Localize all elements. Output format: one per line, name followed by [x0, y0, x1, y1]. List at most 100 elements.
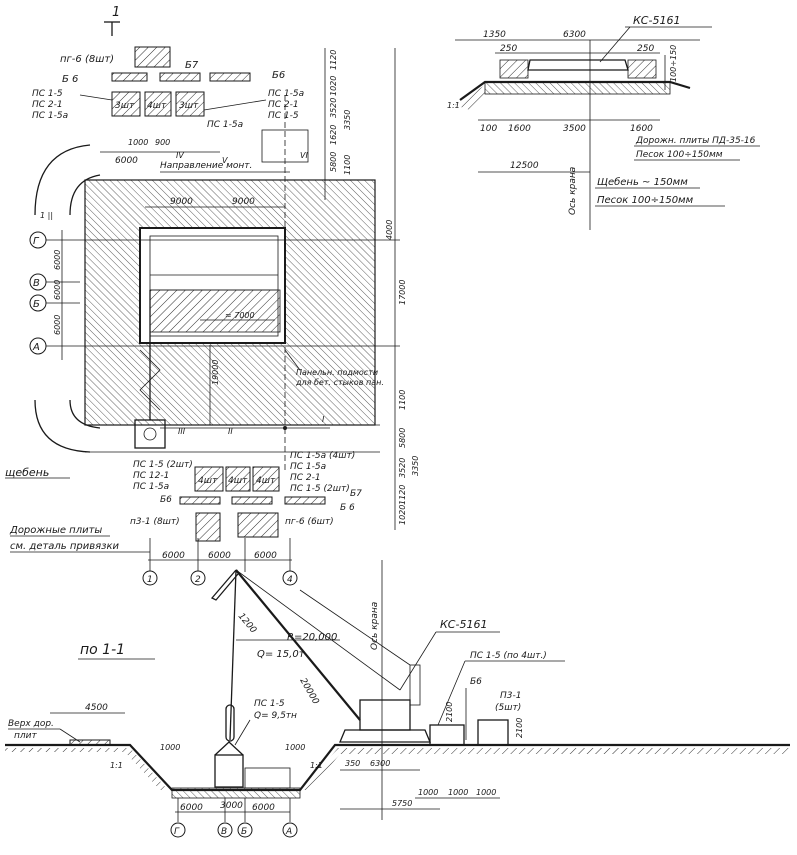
mark-vi: VI: [300, 151, 308, 160]
p31-stack: [195, 512, 221, 542]
b7-beam: [159, 72, 201, 82]
road-curve-bottom: [34, 399, 91, 453]
panel-stack-3: [175, 91, 205, 117]
section-crane-axis: Ось крана: [370, 602, 380, 650]
panel-stack-lower-3: [252, 466, 280, 492]
svg-text:Б: Б: [241, 827, 247, 837]
detail-sand-1: Песок 100÷150мм: [636, 150, 723, 160]
section-dim-2100-a: 2100: [445, 702, 454, 722]
axis-col-1: [142, 570, 158, 586]
detail-dim-1600-l: 1600: [508, 124, 531, 134]
col-dim-2: 6000: [208, 551, 231, 561]
dim-3350-bottom: 3350: [411, 456, 420, 476]
dim-3350-top: 3350: [343, 110, 352, 130]
label-ps21-right: ПС 2-1: [268, 100, 299, 110]
dim-900-top: 900: [155, 138, 170, 147]
panel-stack-2: [144, 91, 172, 117]
stack-3b-label: 3шт: [179, 101, 199, 111]
col-dim-1: 6000: [162, 551, 185, 561]
label-ps21-b: ПС 2-1: [290, 473, 321, 483]
label-b6-lower-r: Б 6: [340, 503, 355, 513]
section-dim-6300: 6300: [370, 759, 390, 768]
boom-1200: 1200: [236, 612, 259, 636]
label-ps15-2b: ПС 1-5 (2шт): [290, 484, 350, 494]
label-ps15a-b: ПС 1-5а: [133, 482, 169, 492]
svg-text:1 ||: 1 ||: [40, 211, 53, 220]
section-axis-b: [237, 822, 253, 838]
hook-cable: [229, 569, 237, 741]
mark-iii: III: [178, 427, 186, 436]
label-pg6-top: пг-6 (8шт): [60, 54, 114, 65]
svg-text:4шт: 4шт: [198, 476, 218, 486]
section-dim-1000-b: 1000: [448, 788, 468, 797]
detail-slope: 1:1: [447, 101, 460, 110]
detail-crane-label: КС-5161: [633, 14, 680, 27]
label-ps15a-right: ПС 1-5а: [268, 89, 304, 99]
section-dim-4500: 4500: [85, 703, 108, 713]
col-dim-3: 6000: [254, 551, 277, 561]
label-ps15-2: ПС 1-5 (2шт): [133, 460, 193, 470]
svg-text:В: В: [221, 827, 227, 837]
label-b6-left: Б 6: [62, 74, 78, 85]
label-b7-lower: Б7: [350, 489, 362, 499]
dim-3520-top: 3520: [329, 98, 338, 118]
section-title: по 1-1: [80, 642, 125, 658]
b6-beam-right: [209, 72, 251, 82]
panel-stack-1: [111, 91, 141, 117]
dim-19000: 19000: [211, 360, 220, 385]
dim-1120-top: 1120: [329, 50, 338, 70]
dim-1020-bottom: 1020: [398, 505, 407, 525]
svg-text:Г: Г: [33, 236, 40, 247]
road-note-2: см. деталь привязки: [10, 541, 120, 552]
pg6-stack-top: [134, 46, 171, 68]
detail-dim-250-r: 250: [637, 44, 654, 54]
scheben-label: щебень: [5, 466, 49, 479]
mount-direction: Направление монт.: [160, 161, 252, 171]
label-p31: п3-1 (8шт): [130, 517, 180, 527]
panel-note-1: Панельн. подмости: [296, 368, 378, 377]
foundation-load: [214, 754, 244, 788]
svg-text:А: А: [285, 827, 292, 837]
label-ps15a-4: ПС 1-5а (4шт): [290, 451, 355, 461]
dim-9000-a: 9000: [170, 197, 193, 207]
svg-text:4шт: 4шт: [228, 476, 248, 486]
svg-text:Б: Б: [33, 299, 40, 310]
section-slope-l: 1:1: [110, 761, 123, 770]
svg-text:4шт: 4шт: [256, 476, 276, 486]
svg-text:2: 2: [195, 575, 201, 585]
crane-plan-lower: [134, 290, 166, 449]
dim-1120-bottom: 1120: [398, 485, 407, 505]
section-axis-a: [282, 822, 298, 838]
section-dim-350: 350: [345, 759, 360, 768]
b6-beam-left: [111, 72, 148, 82]
crane-boom: [235, 569, 361, 721]
road-curve-top: [34, 144, 91, 216]
section-axis-v: [217, 822, 233, 838]
detail-crane-body: [527, 59, 629, 71]
boom-length: 20000: [297, 677, 320, 707]
dim-1100-top: 1100: [343, 155, 352, 175]
mark-ii: II: [228, 427, 233, 436]
dim-row-2: 6000: [53, 280, 62, 300]
dim-1000-top: 1000: [128, 138, 148, 147]
panel-stack-lower-1: [194, 466, 224, 492]
section-ps15-load: ПС 1-5: [254, 699, 285, 709]
section-dim-1000-c: 1000: [476, 788, 496, 797]
mark-i: I: [322, 415, 325, 424]
detail-road-plates: Дорожн. плиты ПД-35-16: [635, 136, 756, 146]
svg-text:А: А: [32, 342, 40, 353]
road-note-1: Дорожные плиты: [9, 525, 102, 536]
plan-view: 1 пг-6 (8шт) Б7 Б 6 Б6 ПС 1-5 ПС 2-1 ПС …: [5, 5, 420, 586]
mark-v: V: [222, 156, 228, 165]
section-axis-g: [170, 822, 186, 838]
detail-dim-3500: 3500: [563, 124, 586, 134]
dim-1620-top: 1620: [329, 125, 338, 145]
dim-17000: 17000: [398, 280, 407, 305]
section-dim-3000: 3000: [220, 801, 243, 811]
section-ps15-stack: ПС 1-5 (по 4шт.): [470, 651, 547, 661]
section-dim-5750: 5750: [392, 799, 412, 808]
detail-dim-12500: 12500: [510, 161, 539, 171]
section-slope-r: 1:1: [310, 761, 323, 770]
label-ps15a-left: ПС 1-5а: [32, 111, 68, 121]
dim-7000: ≈ 7000: [225, 311, 255, 320]
